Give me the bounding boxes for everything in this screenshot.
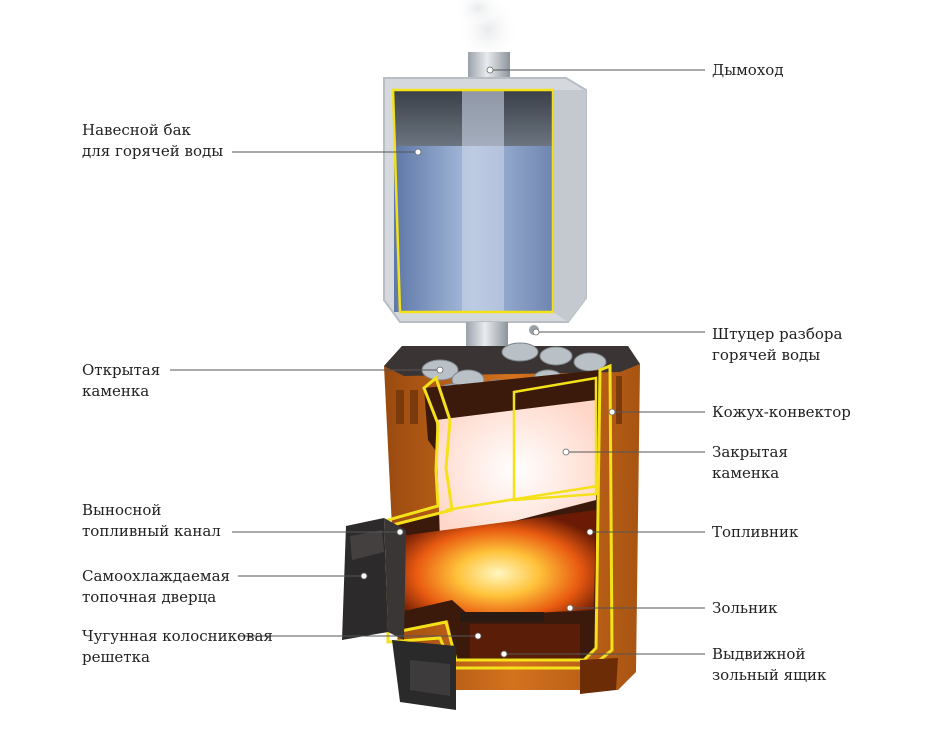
label-fitting: Штуцер разбора горячей воды — [712, 324, 842, 366]
label-tank: Навесной бак для горячей воды — [82, 120, 223, 162]
label-ash-drawer-line1: Выдвижной — [712, 645, 806, 663]
label-firebox-line1: Топливник — [712, 523, 799, 541]
label-closed-heater-line1: Закрытая — [712, 443, 788, 461]
label-tank-line1: Навесной бак — [82, 121, 191, 139]
label-closed-heater-line2: каменка — [712, 464, 780, 482]
label-open-heater-line2: каменка — [82, 382, 150, 400]
firebox-door — [342, 518, 406, 640]
water-tank — [383, 77, 587, 323]
smoke — [454, 0, 520, 64]
grate — [460, 612, 544, 622]
label-door: Самоохлаждаемая топочная дверца — [82, 566, 230, 608]
label-fitting-line1: Штуцер разбора — [712, 325, 843, 343]
label-chimney: Дымоход — [712, 60, 784, 81]
label-fuel-channel-line2: топливный канал — [82, 522, 221, 540]
leader-dots — [360, 66, 616, 658]
label-fuel-channel: Выносной топливный канал — [82, 500, 221, 542]
label-door-line1: Самоохлаждаемая — [82, 567, 231, 585]
stove-base — [392, 640, 618, 710]
label-ash-pit: Зольник — [712, 598, 777, 619]
ash-drawer — [470, 624, 580, 658]
label-ash-drawer-line2: зольный ящик — [712, 666, 827, 684]
label-door-line2: топочная дверца — [82, 588, 217, 606]
label-ash-pit-line1: Зольник — [712, 599, 778, 617]
label-open-heater: Открытая каменка — [82, 360, 160, 402]
label-fitting-line2: горячей воды — [712, 346, 821, 364]
label-convector: Кожух-конвектор — [712, 402, 851, 423]
leader-lines — [170, 69, 705, 655]
label-closed-heater: Закрытая каменка — [712, 442, 788, 484]
label-grate-line2: решетка — [82, 648, 150, 666]
label-firebox: Топливник — [712, 522, 798, 543]
label-chimney-line1: Дымоход — [712, 61, 784, 79]
label-grate-line1: Чугунная колосниковая — [82, 627, 273, 645]
label-open-heater-line1: Открытая — [82, 361, 161, 379]
label-convector-line1: Кожух-конвектор — [712, 403, 851, 421]
cutaway — [386, 363, 614, 670]
label-fuel-channel-line1: Выносной — [82, 501, 162, 519]
label-grate: Чугунная колосниковая решетка — [82, 626, 273, 668]
label-ash-drawer: Выдвижной зольный ящик — [712, 644, 826, 686]
label-tank-line2: для горячей воды — [82, 142, 224, 160]
